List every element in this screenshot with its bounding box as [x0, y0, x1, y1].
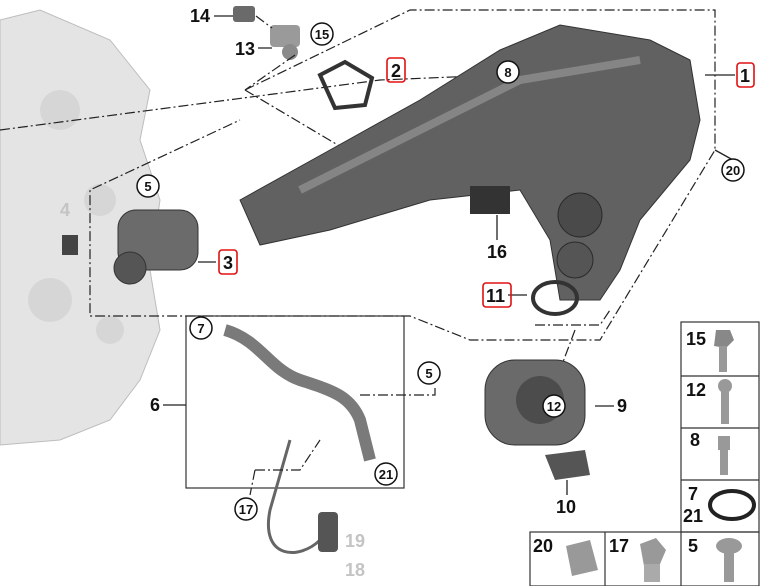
callout-1-highlighted[interactable]: 1 — [740, 66, 750, 86]
svg-text:15: 15 — [315, 27, 329, 42]
actuator-illustration — [113, 209, 199, 285]
callout-19[interactable]: 19 — [345, 531, 365, 551]
table-label-21: 21 — [683, 506, 703, 526]
table-label-8: 8 — [690, 430, 700, 450]
svg-text:20: 20 — [726, 163, 740, 178]
assembly-outline — [89, 9, 716, 341]
callout-3-highlighted[interactable]: 3 — [223, 253, 233, 273]
callout-14[interactable]: 14 — [190, 6, 210, 26]
intake-manifold-illustration — [239, 24, 701, 301]
table-label-17: 17 — [609, 536, 629, 556]
svg-text:12: 12 — [547, 399, 561, 414]
svg-text:8: 8 — [504, 65, 511, 80]
callout-18[interactable]: 18 — [345, 560, 365, 580]
egr-pipe-illustration — [223, 324, 376, 462]
svg-text:5: 5 — [144, 179, 151, 194]
callout-6[interactable]: 6 — [150, 395, 160, 415]
engine-block-illustration — [0, 9, 161, 446]
svg-text:7: 7 — [197, 321, 204, 336]
table-label-20: 20 — [533, 536, 553, 556]
table-label-12: 12 — [686, 380, 706, 400]
exhaust-sensor-illustration — [266, 439, 322, 554]
callout-8[interactable]: 8 — [496, 60, 520, 84]
callout-4[interactable]: 4 — [60, 200, 70, 220]
callout-21[interactable]: 21 — [374, 462, 398, 486]
parts-table — [529, 321, 760, 586]
callout-20[interactable]: 20 — [721, 158, 745, 182]
callout-5-actuator[interactable]: 5 — [136, 174, 160, 198]
svg-text:21: 21 — [379, 467, 393, 482]
callout-13[interactable]: 13 — [235, 39, 255, 59]
callout-5-pipe[interactable]: 5 — [417, 361, 441, 385]
callout-15[interactable]: 15 — [310, 22, 334, 46]
callout-12[interactable]: 12 — [542, 394, 566, 418]
clip-illustration — [62, 235, 78, 255]
callout-9[interactable]: 9 — [617, 396, 627, 416]
callout-11-highlighted[interactable]: 11 — [486, 286, 505, 306]
o-ring-illustration — [531, 280, 579, 316]
gasket-illustration — [317, 59, 375, 111]
sensor-illustration — [270, 25, 300, 47]
table-label-7: 7 — [688, 484, 698, 504]
egr-pipe-group-box — [185, 315, 405, 489]
svg-text:5: 5 — [425, 366, 432, 381]
callout-17[interactable]: 17 — [234, 497, 258, 521]
grommet-illustration — [470, 186, 510, 214]
callout-10[interactable]: 10 — [556, 497, 576, 517]
callout-7[interactable]: 7 — [189, 316, 213, 340]
table-label-15: 15 — [686, 329, 706, 349]
throttle-body-illustration — [484, 359, 586, 446]
sensor-10-illustration — [545, 450, 590, 480]
connector-illustration — [233, 6, 255, 22]
table-label-5: 5 — [688, 536, 698, 556]
callout-16[interactable]: 16 — [487, 242, 507, 262]
callout-2-highlighted[interactable]: 2 — [391, 61, 401, 81]
svg-text:17: 17 — [239, 502, 253, 517]
